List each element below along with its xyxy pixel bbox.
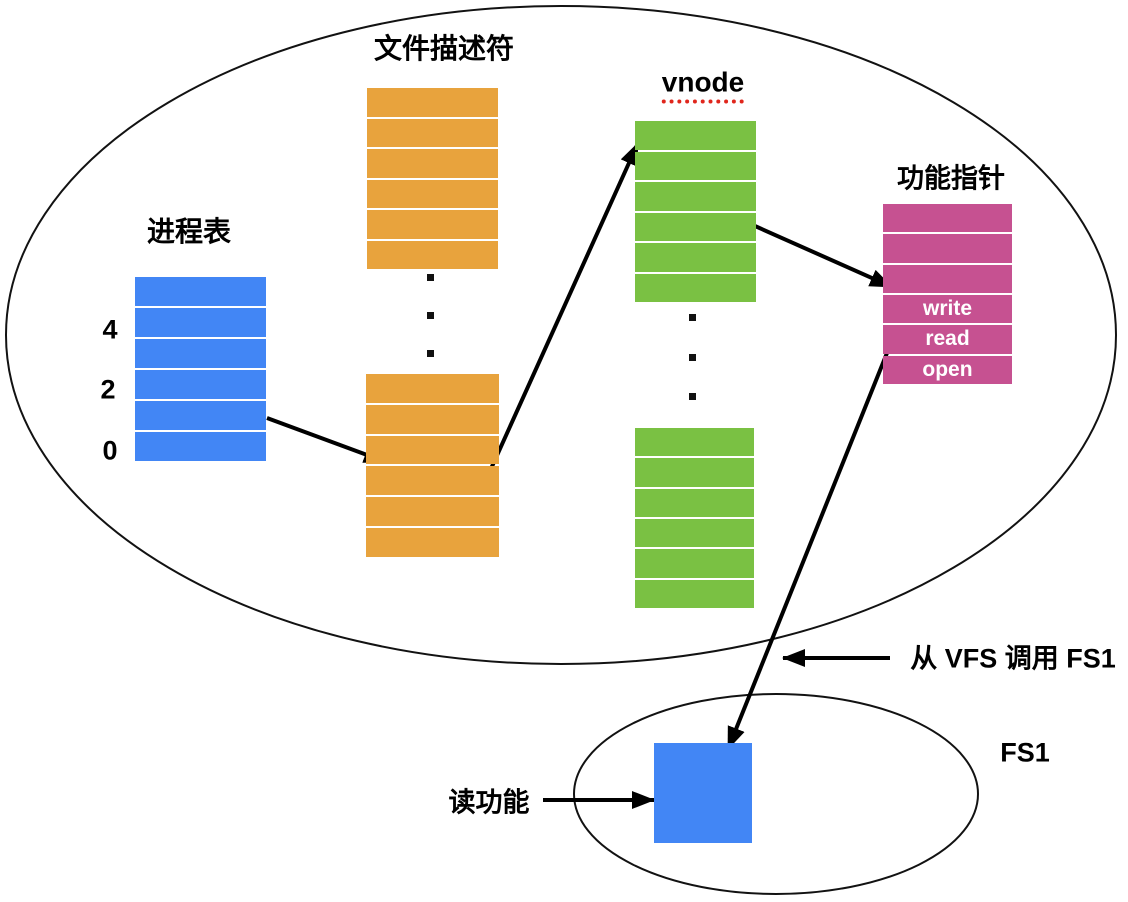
process-table-label: 进程表	[146, 216, 232, 247]
file-descriptor-label: 文件描述符	[373, 33, 515, 64]
table-row	[367, 88, 498, 117]
arrow-read-to-fs1	[726, 342, 893, 750]
table-row	[366, 435, 499, 465]
process-row-label-4: 4	[102, 314, 118, 345]
table-row	[635, 212, 756, 241]
table-row	[635, 549, 754, 578]
read-function-label: 读功能	[448, 787, 530, 818]
fs1-read-function-block	[654, 743, 752, 843]
table-row	[883, 264, 1012, 293]
table-row	[635, 273, 756, 302]
table-row	[635, 518, 754, 548]
table-row	[135, 308, 266, 337]
table-row	[135, 432, 266, 461]
fs1-ellipse	[573, 693, 979, 895]
vnode-label: vnode	[661, 67, 745, 104]
table-row	[635, 182, 756, 211]
arrow-vnode-to-fnptr	[736, 216, 893, 289]
table-row-read: read	[883, 325, 1012, 354]
process-row-label-0: 0	[102, 435, 118, 466]
table-row	[367, 179, 498, 208]
call-fs1-label: 从 VFS 调用 FS1	[910, 643, 1116, 674]
process-row-label-2: 2	[100, 374, 116, 405]
table-row-open: open	[883, 355, 1012, 384]
vfs-ellipse	[5, 5, 1117, 665]
fs1-label: FS1	[1000, 737, 1050, 768]
arrow-fd-to-vnode	[483, 142, 640, 483]
table-row	[635, 458, 754, 487]
table-row	[135, 401, 266, 430]
table-row	[635, 243, 756, 272]
file-descriptor-table-top	[367, 88, 498, 269]
vnode-table-top	[635, 121, 756, 302]
function-pointers-label: 功能指针	[897, 163, 1005, 194]
process-table	[135, 277, 266, 461]
table-row	[366, 466, 499, 496]
table-row	[367, 240, 498, 269]
table-row	[366, 374, 499, 403]
vnode-ellipsis-dots	[689, 314, 696, 400]
table-row	[367, 149, 498, 178]
table-row	[635, 488, 754, 517]
table-row	[366, 404, 499, 434]
table-row	[635, 428, 754, 457]
table-row	[883, 204, 1012, 233]
table-row	[366, 528, 499, 557]
table-row	[635, 151, 756, 180]
table-row	[367, 210, 498, 239]
vnode-table-bottom	[635, 428, 754, 608]
table-row	[366, 497, 499, 527]
table-row	[883, 234, 1012, 263]
table-row-write: write	[883, 294, 1012, 324]
table-row	[135, 339, 266, 368]
table-row	[135, 277, 266, 306]
fd-ellipsis-dots	[427, 274, 434, 357]
table-row	[635, 579, 754, 608]
function-pointer-table: write read open	[883, 204, 1012, 384]
table-row	[635, 121, 756, 150]
file-descriptor-table-bottom	[366, 374, 499, 557]
table-row	[367, 118, 498, 147]
table-row	[135, 370, 266, 399]
